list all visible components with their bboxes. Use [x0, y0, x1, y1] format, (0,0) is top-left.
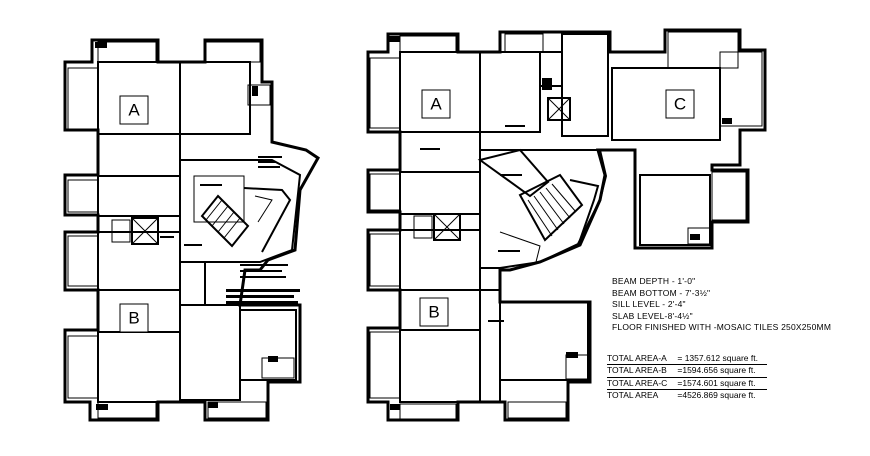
right-floor-plan: A C B: [366, 28, 767, 422]
area-row-b: TOTAL AREA-B =1594.656 square ft.: [607, 365, 767, 378]
note-floor-finish: FLOOR FINISHED WITH -MOSAIC TILES 250X25…: [612, 322, 832, 333]
area-label: TOTAL AREA-A: [607, 353, 667, 363]
room-label-left-a: A: [128, 101, 140, 120]
note-beam-depth: BEAM DEPTH - 1'-0": [612, 276, 696, 286]
room-label-right-c: C: [674, 95, 686, 114]
area-value: = 1357.612 square ft.: [677, 353, 758, 363]
left-plan-annotations: [160, 156, 300, 304]
note-beam-bottom: BEAM BOTTOM - 7'-3½": [612, 287, 711, 298]
area-value: =1574.601 square ft.: [677, 377, 756, 388]
room-label-right-a: A: [430, 95, 442, 114]
area-value: =1594.656 square ft.: [677, 365, 756, 376]
area-row-c: TOTAL AREA-C =1574.601 square ft.: [607, 378, 767, 390]
room-label-right-b: B: [428, 303, 439, 322]
area-label: TOTAL AREA-B: [607, 365, 667, 376]
area-label: TOTAL AREA: [607, 389, 659, 400]
area-value: =4526.869 square ft.: [677, 389, 756, 400]
left-floor-plan: A B: [63, 38, 320, 422]
area-label: TOTAL AREA-C: [607, 377, 668, 388]
room-label-left-b: B: [128, 309, 139, 328]
construction-notes: BEAM DEPTH - 1'-0" BEAM BOTTOM - 7'-3½" …: [612, 276, 831, 334]
area-summary: TOTAL AREA-A = 1357.612 square ft. TOTAL…: [607, 353, 767, 401]
area-row-a: TOTAL AREA-A = 1357.612 square ft.: [607, 353, 767, 366]
area-row-total: TOTAL AREA =4526.869 square ft.: [607, 390, 767, 401]
note-slab-level: SLAB LEVEL-8'-4½": [612, 310, 693, 321]
note-sill-level: SILL LEVEL - 2'-4": [612, 299, 686, 310]
